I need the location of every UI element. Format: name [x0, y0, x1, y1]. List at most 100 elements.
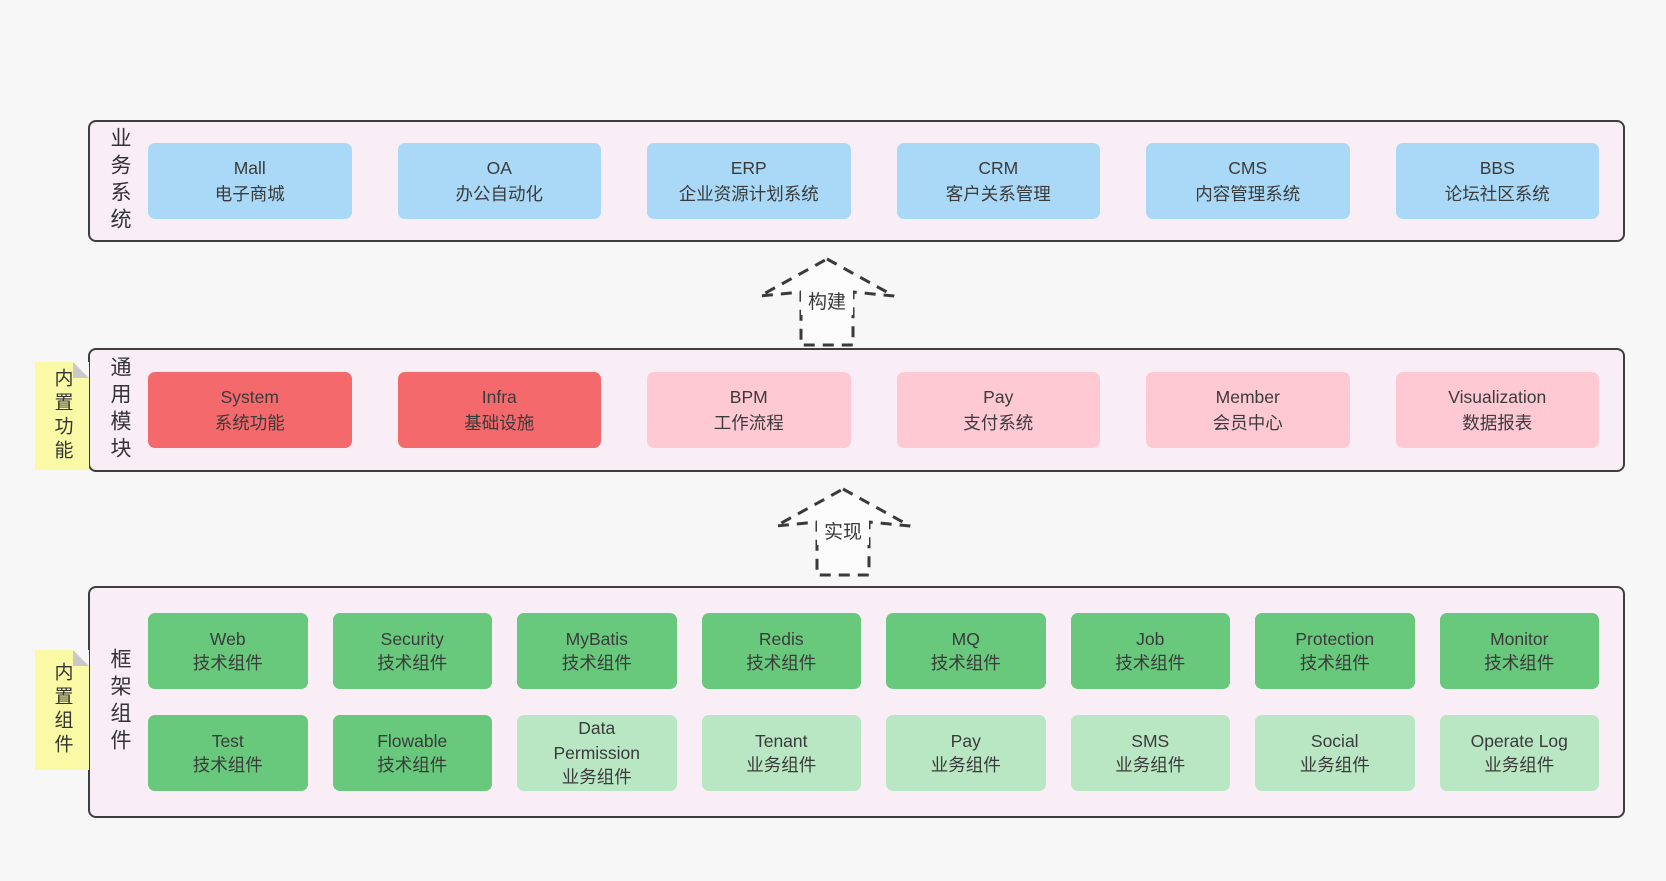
- box-title: Protection: [1295, 628, 1375, 649]
- box-title: Redis: [758, 628, 804, 649]
- box-member: Member 会员中心: [1146, 372, 1350, 448]
- box-title: BPM: [729, 386, 768, 407]
- box-subtitle: 业务组件: [1115, 755, 1186, 775]
- box-title: Pay: [983, 386, 1014, 407]
- box-title: Job: [1136, 628, 1165, 649]
- box-social: Social 业务组件: [1255, 715, 1415, 791]
- box-mq: MQ 技术组件: [886, 613, 1046, 689]
- box-title: Visualization: [1448, 386, 1547, 407]
- box-title: Pay: [950, 730, 981, 751]
- sticky-fold-icon: [73, 362, 89, 378]
- box-title: Member: [1215, 386, 1280, 407]
- up-arrow-icon: 实现: [775, 487, 911, 577]
- box-subtitle: 技术组件: [1115, 653, 1186, 673]
- box-subtitle: 技术组件: [561, 653, 632, 673]
- box-bpm: BPM 工作流程: [647, 372, 851, 448]
- box-title: CMS: [1228, 157, 1268, 178]
- box-subtitle: 技术组件: [377, 755, 448, 775]
- box-subtitle: 业务组件: [1484, 755, 1555, 775]
- box-title: CRM: [978, 157, 1019, 178]
- sticky-fold-icon: [73, 650, 89, 666]
- box-subtitle: 办公自动化: [455, 184, 544, 204]
- band-business-systems-boxes: Mall 电子商城 OA 办公自动化 ERP 企业资源计划系统 CRM 客户关系…: [148, 143, 1623, 219]
- box-subtitle: 技术组件: [930, 653, 1001, 673]
- box-title: Infra: [481, 386, 517, 407]
- box-subtitle: 业务组件: [746, 755, 817, 775]
- arrow-implement-label: 实现: [824, 521, 862, 543]
- band-framework-components: 框架组件 Web 技术组件 Security 技术组件 MyBatis 技术组件…: [88, 586, 1625, 818]
- box-title: Flowable: [377, 730, 448, 751]
- box-subtitle: 基础设施: [464, 413, 535, 433]
- box-operate-log: Operate Log 业务组件: [1439, 715, 1599, 791]
- up-arrow-icon: 构建: [759, 257, 895, 347]
- band-common-modules-label: 通用模块: [108, 356, 131, 464]
- box-subtitle: 技术组件: [192, 653, 263, 673]
- box-title: MQ: [951, 628, 980, 649]
- box-title: Monitor: [1490, 628, 1549, 649]
- box-subtitle: 技术组件: [377, 653, 448, 673]
- box-test: Test 技术组件: [148, 715, 308, 791]
- sticky-built-in-components-label: 内置组件: [51, 662, 73, 758]
- band-framework-components-label: 框架组件: [108, 648, 131, 756]
- box-title: Test: [211, 730, 244, 751]
- sticky-built-in-components: 内置组件: [35, 650, 89, 770]
- box-data-permission: Data Permission 业务组件: [517, 715, 677, 791]
- box-subtitle: 技术组件: [1484, 653, 1555, 673]
- arrow-build: 构建: [757, 256, 897, 348]
- box-title: ERP: [730, 157, 767, 178]
- box-tenant: Tenant 业务组件: [701, 715, 861, 791]
- box-subtitle: 业务组件: [561, 767, 632, 788]
- box-subtitle: 业务组件: [930, 755, 1001, 775]
- box-title: OA: [486, 157, 512, 178]
- box-infra: Infra 基础设施: [397, 372, 601, 448]
- box-flowable: Flowable 技术组件: [332, 715, 492, 791]
- box-mybatis: MyBatis 技术组件: [517, 613, 677, 689]
- box-subtitle: 支付系统: [963, 413, 1034, 433]
- box-cms: CMS 内容管理系统: [1146, 143, 1350, 219]
- band-common-modules: 通用模块 System 系统功能 Infra 基础设施 BPM 工作流程 Pay…: [88, 348, 1625, 472]
- box-pay-module: Pay 支付系统: [896, 372, 1100, 448]
- band-framework-components-boxes: Web 技术组件 Security 技术组件 MyBatis 技术组件 Redi…: [148, 597, 1623, 807]
- box-subtitle: 客户关系管理: [945, 184, 1051, 204]
- box-security: Security 技术组件: [332, 613, 492, 689]
- box-subtitle: 技术组件: [192, 755, 263, 775]
- box-sms: SMS 业务组件: [1070, 715, 1230, 791]
- box-title: MyBatis: [565, 628, 628, 649]
- box-subtitle: 论坛社区系统: [1444, 184, 1550, 204]
- box-crm: CRM 客户关系管理: [896, 143, 1100, 219]
- arrow-implement: 实现: [773, 486, 913, 578]
- box-title: Web: [209, 628, 246, 649]
- box-subtitle: 工作流程: [713, 413, 784, 433]
- box-oa: OA 办公自动化: [397, 143, 601, 219]
- box-title: Social: [1310, 730, 1359, 751]
- box-redis: Redis 技术组件: [701, 613, 861, 689]
- band-business-systems: 业务系统 Mall 电子商城 OA 办公自动化 ERP 企业资源计划系统 CRM…: [88, 120, 1625, 242]
- box-bbs: BBS 论坛社区系统: [1395, 143, 1599, 219]
- arrow-build-label: 构建: [808, 291, 846, 313]
- box-subtitle: 会员中心: [1212, 413, 1283, 433]
- box-visualization: Visualization 数据报表: [1395, 372, 1599, 448]
- box-system: System 系统功能: [148, 372, 352, 448]
- box-title: Operate Log: [1470, 730, 1568, 751]
- box-web: Web 技术组件: [148, 613, 308, 689]
- box-job: Job 技术组件: [1070, 613, 1230, 689]
- box-title: Mall: [233, 157, 266, 178]
- box-erp: ERP 企业资源计划系统: [647, 143, 851, 219]
- box-monitor: Monitor 技术组件: [1439, 613, 1599, 689]
- box-subtitle: 电子商城: [214, 184, 285, 204]
- box-subtitle: 技术组件: [1299, 653, 1370, 673]
- box-title: Security: [380, 628, 444, 649]
- box-subtitle: 数据报表: [1462, 413, 1533, 433]
- sticky-built-in-features-label: 内置功能: [51, 368, 73, 464]
- box-pay-component: Pay 业务组件: [886, 715, 1046, 791]
- box-title: Data Permission: [553, 718, 641, 763]
- box-title: System: [220, 386, 279, 407]
- box-protection: Protection 技术组件: [1255, 613, 1415, 689]
- box-subtitle: 系统功能: [214, 413, 285, 433]
- sticky-built-in-features: 内置功能: [35, 362, 89, 470]
- box-title: Tenant: [754, 730, 808, 751]
- band-common-modules-boxes: System 系统功能 Infra 基础设施 BPM 工作流程 Pay 支付系统…: [148, 372, 1623, 448]
- box-subtitle: 内容管理系统: [1195, 184, 1301, 204]
- band-business-systems-label: 业务系统: [108, 127, 131, 235]
- box-title: SMS: [1131, 730, 1170, 751]
